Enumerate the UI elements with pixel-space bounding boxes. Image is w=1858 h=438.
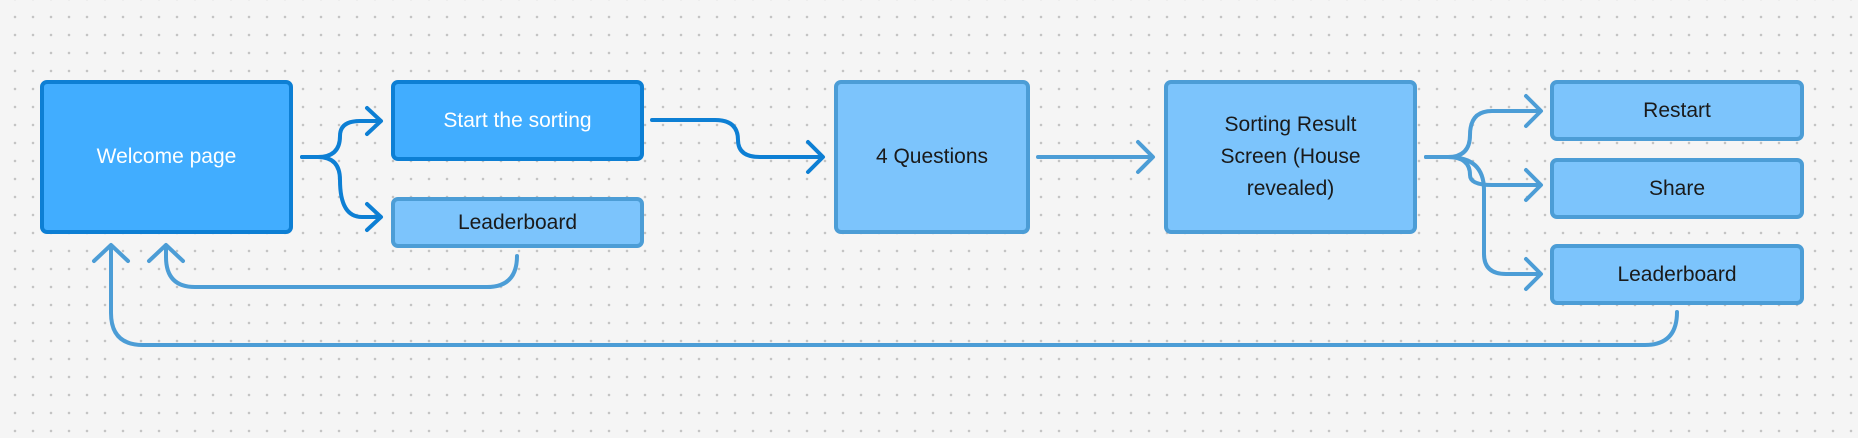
arrowhead-questions (806, 140, 825, 174)
node-start-sorting[interactable]: Start the sorting (391, 80, 644, 161)
edge-welcome-to-start-sorting (300, 119, 382, 159)
arrowhead-share (1524, 168, 1543, 202)
node-share[interactable]: Share (1550, 158, 1804, 219)
node-leaderboard-home[interactable]: Leaderboard (391, 197, 644, 248)
edge-result-to-restart (1424, 109, 1542, 159)
node-label: Restart (1643, 98, 1711, 122)
edge-welcome-to-leaderboard (300, 155, 382, 219)
arrowhead-result (1136, 140, 1155, 174)
arrowhead-leaderboard (365, 202, 383, 232)
node-leaderboard-result[interactable]: Leaderboard (1550, 244, 1804, 305)
edge-leaderboard-to-welcome (164, 244, 519, 289)
node-4-questions[interactable]: 4 Questions (834, 80, 1030, 234)
node-label: Share (1648, 176, 1706, 200)
arrowhead-restart (1524, 94, 1543, 128)
arrowhead-leaderboard-result (1524, 257, 1543, 291)
arrowhead-welcome-from-result (92, 243, 130, 263)
node-label: Welcome page (96, 145, 237, 168)
node-label: Start the sorting (443, 108, 592, 132)
node-label: Leaderboard (1617, 262, 1737, 286)
arrowhead-welcome-from-leaderboard (147, 243, 185, 263)
node-label-line-2: Screen (House (1220, 145, 1361, 168)
node-label: Leaderboard (457, 210, 578, 234)
node-label-line-3: revealed) (1246, 177, 1335, 200)
edge-start-sorting-to-questions (650, 118, 824, 159)
edge-leaderboard-result-to-welcome (109, 244, 1679, 347)
node-label: 4 Questions (875, 145, 989, 168)
edge-result-to-leaderboard (1424, 155, 1542, 276)
node-sorting-result[interactable]: Sorting Result Screen (House revealed) (1164, 80, 1417, 234)
arrowhead-start-sorting (365, 106, 383, 136)
node-welcome-page[interactable]: Welcome page (40, 80, 293, 234)
node-label-line-1: Sorting Result (1224, 113, 1357, 136)
node-restart[interactable]: Restart (1550, 80, 1804, 141)
